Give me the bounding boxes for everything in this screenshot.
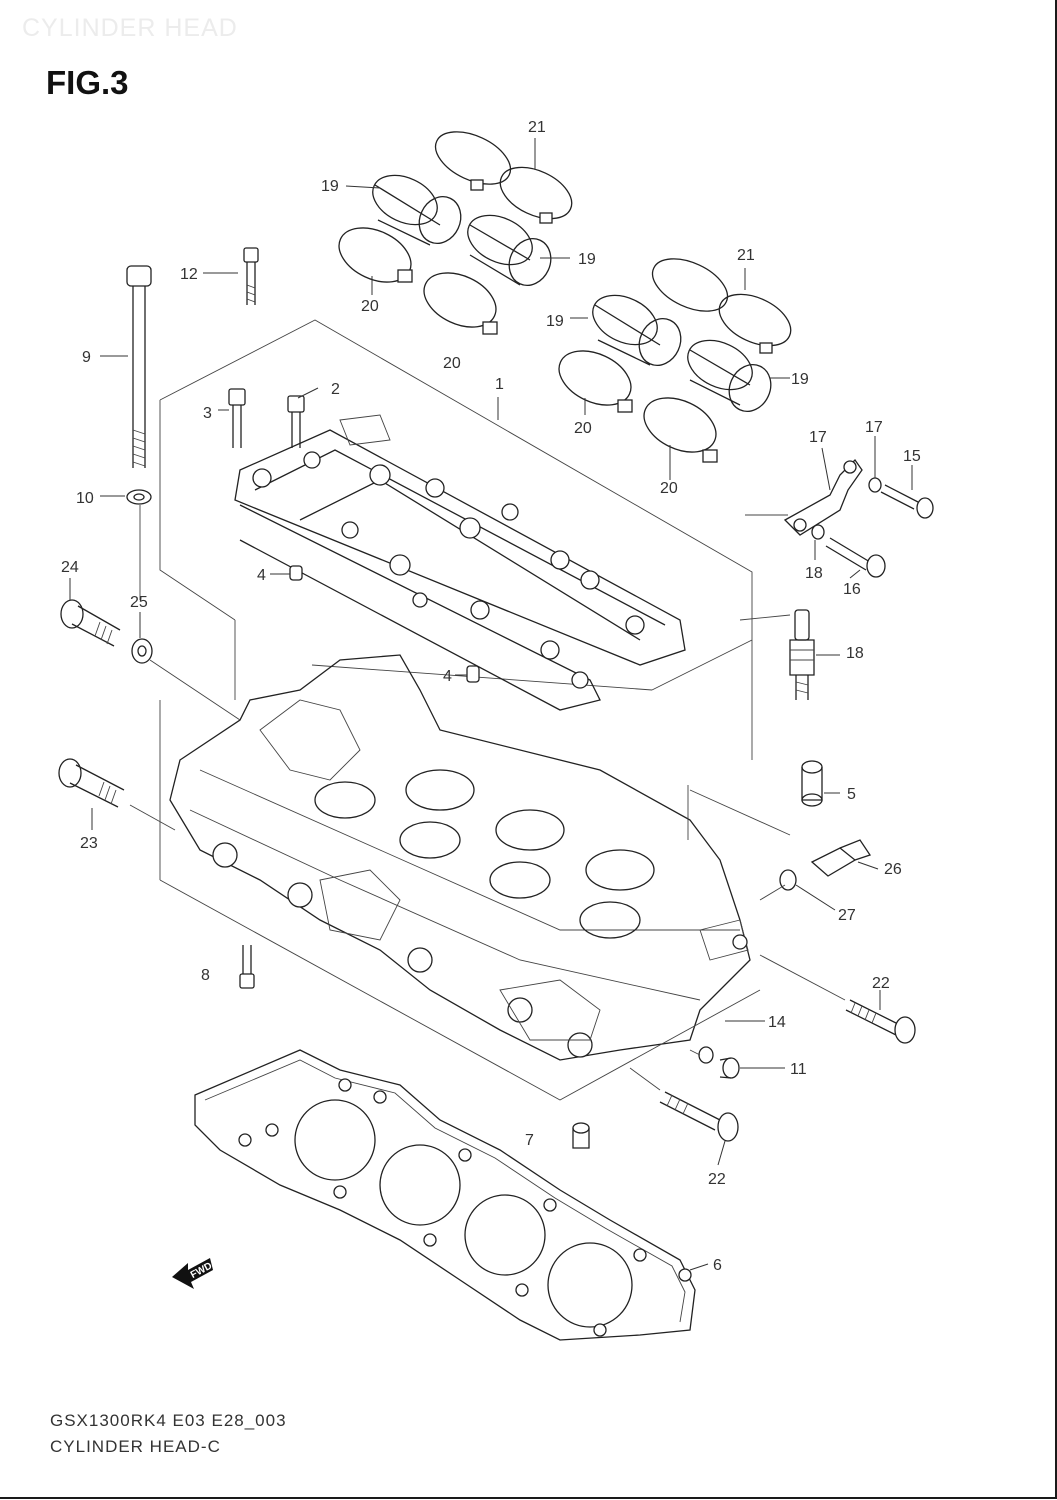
callout: 20 <box>361 298 379 315</box>
bolts-2-3 <box>228 388 305 448</box>
callout: 3 <box>203 405 212 422</box>
callout: 22 <box>708 1171 726 1188</box>
cam-cover <box>234 414 686 711</box>
fwd-label: FWD <box>189 1261 214 1281</box>
bolt-24 <box>60 599 153 664</box>
bolt-11 <box>719 1057 740 1079</box>
callout: 12 <box>180 266 198 283</box>
callout: 21 <box>528 119 546 136</box>
callout: 5 <box>847 786 856 803</box>
callout: 20 <box>660 480 678 497</box>
watermark-title: CYLINDER HEAD <box>22 14 238 42</box>
leader-lines <box>69 138 913 1271</box>
callout: 18 <box>805 565 823 582</box>
head-gasket <box>194 1049 696 1341</box>
bracket-14 <box>783 458 863 536</box>
bolt-23 <box>58 758 125 808</box>
callout-18: 18 <box>846 645 864 662</box>
dowel-pin <box>466 665 480 683</box>
callout: 1 <box>495 376 504 393</box>
callout: 11 <box>790 1061 807 1078</box>
dowel-5 <box>801 760 823 807</box>
callout: 14 <box>768 1014 786 1031</box>
bolt-12 <box>243 247 259 305</box>
callout: 17 <box>809 429 827 446</box>
callout: 25 <box>130 594 148 611</box>
temp-sensor <box>779 839 872 891</box>
figure-label: FIG.3 <box>46 64 129 101</box>
fwd-arrow-icon: FWD <box>172 1258 214 1289</box>
callout: 8 <box>201 967 210 984</box>
callout: 7 <box>525 1132 534 1149</box>
bolt-8 <box>239 945 255 989</box>
callout: 26 <box>884 861 902 878</box>
head-bolt-long <box>126 265 152 505</box>
spark-plug <box>789 609 815 700</box>
cylinder-head-cover-outline <box>159 319 753 700</box>
callout: 6 <box>713 1257 722 1274</box>
callout: 15 <box>903 448 921 465</box>
callout: 2 <box>331 381 340 398</box>
callout: 21 <box>737 247 755 264</box>
callout: 19 <box>578 251 596 268</box>
callout: 22 <box>872 975 890 992</box>
bolt-22-right <box>845 999 916 1044</box>
callout: 4 <box>257 567 266 584</box>
callout: 20 <box>443 355 461 372</box>
callout: 17 <box>865 419 883 436</box>
callout-labels: 21 19 20 20 19 21 19 19 20 20 12 9 1 2 3… <box>61 119 921 1274</box>
intake-boots-group-a <box>338 131 573 335</box>
callout: 4 <box>443 668 452 685</box>
bolt-16 <box>811 524 886 578</box>
footer-code: GSX1300RK4 E03 E28_003 <box>50 1411 287 1430</box>
callout: 10 <box>76 490 94 507</box>
callout: 16 <box>843 581 861 598</box>
washer-13 <box>698 1046 714 1064</box>
bolt-15 <box>868 477 934 519</box>
callout: 23 <box>80 835 98 852</box>
bolt-22-bottom <box>659 1091 739 1142</box>
cylinder-head <box>169 654 751 1061</box>
cylinder-head-outline <box>159 640 761 1101</box>
callout: 24 <box>61 559 79 576</box>
callout: 27 <box>838 907 856 924</box>
callout: 20 <box>574 420 592 437</box>
dowel-7 <box>572 1122 590 1149</box>
dowel-pin <box>289 565 303 581</box>
callout: 19 <box>546 313 564 330</box>
footer-title: CYLINDER HEAD-C <box>50 1437 221 1456</box>
intake-boots-group-b <box>558 258 792 463</box>
callout: 19 <box>321 178 339 195</box>
callout: 9 <box>82 349 91 366</box>
assembly-guide-lines <box>129 505 846 1091</box>
callout: 19 <box>791 371 809 388</box>
